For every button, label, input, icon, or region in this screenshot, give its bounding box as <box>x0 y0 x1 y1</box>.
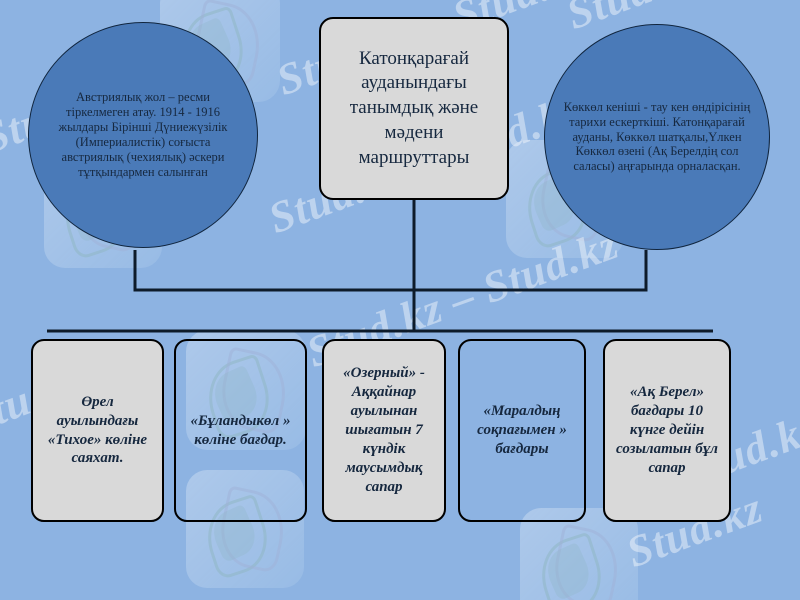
route-box-4[interactable]: «Маралдың соқпағымен » бағдары <box>458 339 586 522</box>
route-box-3-label: «Озерный» - Аққайнар ауылынан шығатын 7 … <box>343 365 425 495</box>
right-ellipse-text: Көккөл кеніші - тау кен өндірісінің тари… <box>563 99 751 174</box>
center-title-box[interactable]: Катонқарағай ауданындағы танымдық және м… <box>319 17 509 200</box>
left-ellipse-text: Австриялық жол – ресми тіркелмеген атау.… <box>58 90 228 179</box>
route-box-5-label: «Ақ Берел» бағдары 10 күнге дейін созыла… <box>616 384 718 476</box>
route-box-4-label: «Маралдың соқпағымен » бағдары <box>477 403 567 457</box>
route-box-3[interactable]: «Озерный» - Аққайнар ауылынан шығатын 7 … <box>322 339 446 522</box>
route-box-5[interactable]: «Ақ Берел» бағдары 10 күнге дейін созыла… <box>603 339 731 522</box>
route-box-1-label: Өрел ауылындағы «Тихое» көліне саяхат. <box>47 393 148 467</box>
page-title: Катонқарағай ауданындағы танымдық және м… <box>349 47 479 168</box>
route-box-2[interactable]: «Бұландыкөл » көліне бағдар. <box>174 339 307 522</box>
right-ellipse[interactable]: Көккөл кеніші - тау кен өндірісінің тари… <box>544 24 770 250</box>
route-box-1[interactable]: Өрел ауылындағы «Тихое» көліне саяхат. <box>31 339 164 522</box>
connector-left-ellipse <box>133 250 414 292</box>
left-ellipse[interactable]: Австриялық жол – ресми тіркелмеген атау.… <box>28 22 258 248</box>
connector-right-ellipse <box>414 250 648 292</box>
route-box-2-label: «Бұландыкөл » көліне бағдар. <box>190 412 291 448</box>
